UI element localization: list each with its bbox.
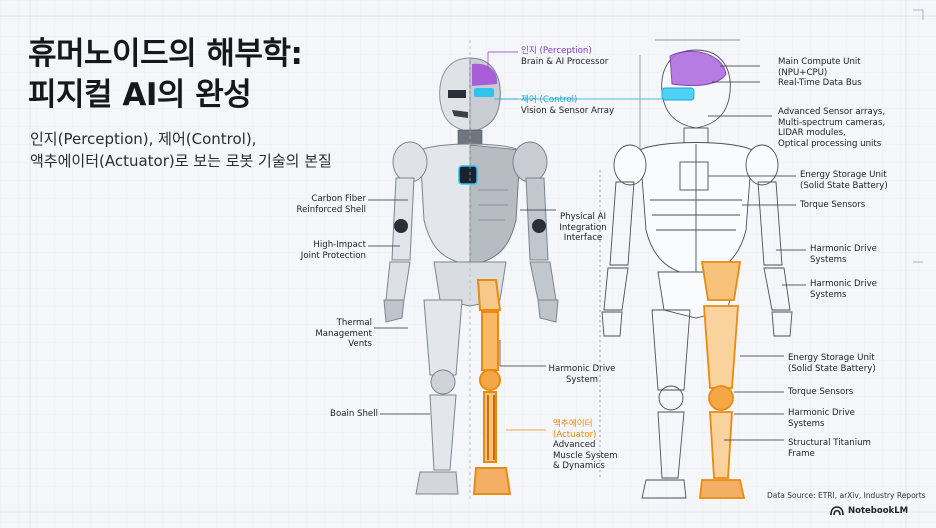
harmonic-center-line1: Harmonic Drive (548, 364, 616, 374)
left-robot-actuator-leg (472, 279, 512, 495)
harmonic-1-line1: Harmonic Drive (810, 244, 877, 254)
harmonic-2-line2: Systems (810, 289, 847, 300)
label-carbon-fiber-line2: Reinforced Shell (296, 204, 367, 215)
label-control: 제어 (Control) Vision & Sensor Array (521, 95, 614, 116)
harmonic-3-line1: Harmonic Drive (788, 408, 855, 418)
right-robot-actuator-leg (698, 261, 746, 499)
subtitle-line-1: 인지(Perception), 제어(Control), (30, 130, 257, 148)
control-title: 제어 (Control) (521, 95, 578, 105)
leader-lines (368, 51, 806, 441)
energy-lower-line1: Energy Storage Unit (788, 353, 875, 363)
left-eye-sensor (474, 88, 494, 97)
left-robot (383, 40, 559, 500)
energy-lower-line2: (Solid State Battery) (788, 363, 876, 374)
main-compute-line1: Main Compute Unit (778, 57, 861, 67)
actuator-sub-line2: Muscle System (553, 450, 618, 461)
data-source: Data Source: ETRI, arXiv, Industry Repor… (767, 491, 926, 500)
label-high-impact: High-Impact Joint Protection (290, 240, 366, 261)
label-carbon-fiber: Carbon Fiber Reinforced Shell (290, 194, 367, 215)
label-thermal-line1: Thermal (336, 318, 372, 328)
notebooklm-icon (830, 506, 844, 516)
label-carbon-fiber-line1: Carbon Fiber (311, 194, 366, 204)
label-thermal-vents: Thermal Management Vents (296, 318, 372, 350)
actuator-sub-line3: & Dynamics (553, 461, 605, 471)
label-energy-lower: Energy Storage Unit (Solid State Battery… (788, 353, 876, 374)
label-perception: 인지 (Perception) Brain & AI Processor (521, 46, 608, 67)
energy-upper-line1: Energy Storage Unit (800, 170, 887, 180)
titanium-line1: Structural Titanium (788, 438, 871, 448)
label-actuator: 액추에이터 (Actuator) Advanced Muscle System … (553, 419, 618, 472)
label-thermal-line3: Vents (348, 339, 372, 349)
label-harmonic-1: Harmonic Drive Systems (810, 244, 877, 265)
label-data-bus: Real-Time Data Bus (778, 78, 862, 88)
label-high-impact-line1: High-Impact (313, 240, 366, 250)
right-robot (599, 39, 793, 499)
label-harmonic-3: Harmonic Drive Systems (788, 408, 855, 429)
actuator-title-2: (Actuator) (553, 429, 597, 440)
label-boain-shell: Boain Shell (330, 409, 378, 419)
sensor-arrays-line2: Multi-spectrum cameras, (778, 117, 886, 128)
label-torque-upper: Torque Sensors (800, 200, 866, 210)
subtitle-line-2: 액추에이터(Actuator)로 보는 로봇 기술의 본질 (30, 152, 332, 170)
page-title: 휴머노이드의 해부학: 피지컬 AI의 완성 (28, 34, 303, 116)
physical-ai-line1: Physical AI (559, 212, 607, 222)
harmonic-1-line2: Systems (810, 254, 847, 265)
perception-sub: Brain & AI Processor (521, 56, 609, 67)
label-energy-upper: Energy Storage Unit (Solid State Battery… (800, 170, 888, 191)
chest-core (458, 165, 478, 185)
brand: NotebookLM (830, 506, 908, 516)
label-high-impact-line2: Joint Protection (300, 250, 366, 261)
label-thermal-line2: Management (315, 328, 372, 339)
sensor-arrays-line3: LIDAR modules, (778, 128, 846, 138)
page-subtitle: 인지(Perception), 제어(Control), 액추에이터(Actua… (30, 128, 332, 172)
actuator-title-1: 액추에이터 (553, 419, 593, 429)
perception-title: 인지 (Perception) (521, 46, 592, 56)
label-harmonic-2: Harmonic Drive Systems (810, 279, 877, 300)
title-line-1: 휴머노이드의 해부학: (28, 36, 303, 72)
control-sub: Vision & Sensor Array (521, 105, 615, 116)
sensor-arrays-line4: Optical processing units (778, 138, 882, 149)
label-torque-lower: Torque Sensors (788, 387, 854, 397)
harmonic-3-line2: Systems (788, 418, 825, 429)
physical-ai-line2: Integration (559, 222, 607, 233)
right-eye-sensor (661, 87, 695, 101)
main-compute-line2: (NPU+CPU) (778, 67, 828, 78)
label-sensor-arrays: Advanced Sensor arrays, Multi-spectrum c… (778, 107, 885, 149)
title-line-2: 피지컬 AI의 완성 (28, 77, 252, 113)
actuator-sub-line1: Advanced (553, 440, 596, 450)
label-physical-ai: Physical AI Integration Interface (548, 212, 618, 244)
right-brain-glow (669, 50, 727, 86)
brand-name: NotebookLM (848, 506, 909, 516)
label-main-compute: Main Compute Unit (NPU+CPU) (778, 57, 861, 78)
titanium-line2: Frame (788, 448, 815, 459)
label-titanium-frame: Structural Titanium Frame (788, 438, 871, 459)
harmonic-2-line1: Harmonic Drive (810, 279, 877, 289)
harmonic-center-line2: System (565, 374, 599, 385)
label-harmonic-drive-center: Harmonic Drive System (540, 364, 624, 385)
physical-ai-line3: Interface (563, 233, 603, 243)
left-brain-glow (472, 63, 498, 86)
sensor-arrays-line1: Advanced Sensor arrays, (778, 107, 886, 117)
energy-upper-line2: (Solid State Battery) (800, 180, 888, 191)
